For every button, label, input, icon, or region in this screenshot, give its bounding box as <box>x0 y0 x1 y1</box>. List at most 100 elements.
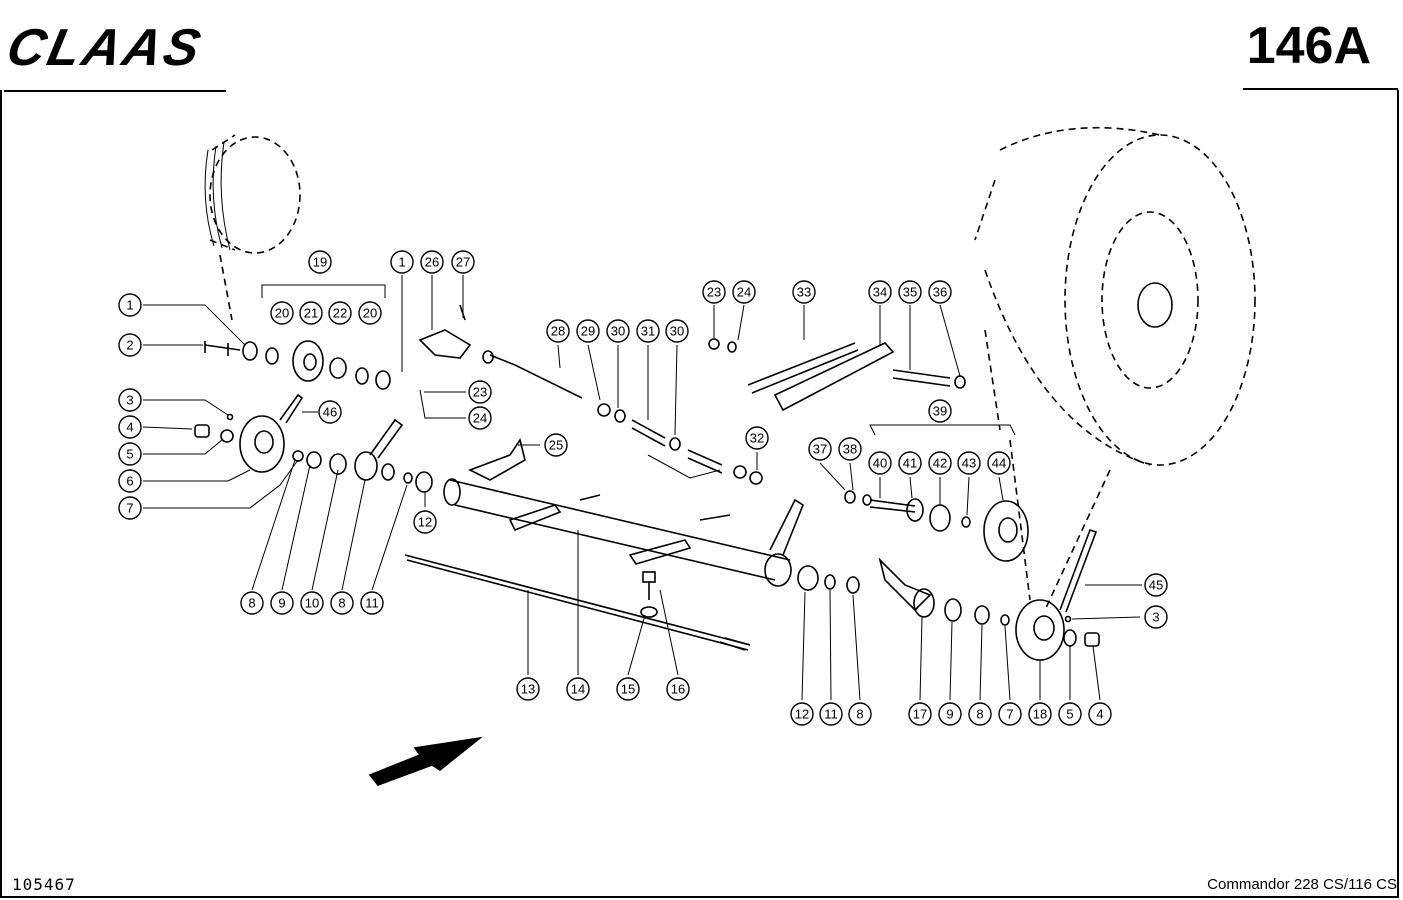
callout-label: 14 <box>571 682 585 697</box>
callout-26: 26 <box>420 250 444 274</box>
callout-38: 38 <box>838 437 862 461</box>
callout-1: 1 <box>118 293 142 317</box>
callout-label: 10 <box>305 596 319 611</box>
callout-label: 30 <box>670 324 684 339</box>
callout-label: 17 <box>913 707 927 722</box>
callout-label: 35 <box>903 285 917 300</box>
callout-34: 34 <box>868 280 892 304</box>
callout-4: 4 <box>118 415 142 439</box>
callout-label: 7 <box>1006 707 1013 722</box>
callout-label: 4 <box>126 420 133 435</box>
callout-label: 45 <box>1149 578 1163 593</box>
main-tube-frame <box>443 478 804 587</box>
callout-20: 20 <box>358 301 382 325</box>
arm-17 <box>878 557 1010 626</box>
left-upper-pulley-hatching <box>204 141 231 251</box>
callout-label: 11 <box>365 596 379 611</box>
callout-label: 27 <box>456 255 470 270</box>
callout-label: 2 <box>126 338 133 353</box>
callout-8: 8 <box>848 702 872 726</box>
callout-9: 9 <box>938 702 962 726</box>
callout-label: 40 <box>873 456 887 471</box>
callout-label: 18 <box>1033 707 1047 722</box>
lever-34 <box>773 342 895 412</box>
drawing-number: 105467 <box>12 875 76 894</box>
callout-label: 8 <box>338 596 345 611</box>
page-code-rule <box>1243 88 1398 90</box>
callout-14: 14 <box>566 677 590 701</box>
callout-25: 25 <box>544 433 568 457</box>
callout-label: 11 <box>824 707 838 722</box>
callout-label: 38 <box>843 442 857 457</box>
callout-41: 41 <box>898 451 922 475</box>
callout-label: 7 <box>126 501 133 516</box>
callout-label: 3 <box>126 393 133 408</box>
callout-label: 22 <box>333 306 347 321</box>
callout-label: 13 <box>521 682 535 697</box>
callout-label: 26 <box>425 255 439 270</box>
callout-21: 21 <box>299 301 323 325</box>
callout-label: 5 <box>1066 707 1073 722</box>
drawing-frame <box>0 90 1399 898</box>
callout-label: 12 <box>418 515 432 530</box>
page-code: 146A <box>1246 17 1371 75</box>
callout-label: 16 <box>671 682 685 697</box>
spring-33 <box>708 338 859 394</box>
callout-7: 7 <box>998 702 1022 726</box>
callout-label: 1 <box>398 255 405 270</box>
callout-label: 28 <box>551 324 565 339</box>
callout-40: 40 <box>868 451 892 475</box>
callout-label: 34 <box>873 285 887 300</box>
callout-24: 24 <box>732 280 756 304</box>
model-label: Commandor 228 CS/116 CS <box>1207 876 1397 893</box>
callout-35: 35 <box>898 280 922 304</box>
callout-30: 30 <box>665 319 689 343</box>
callout-11: 11 <box>360 591 384 615</box>
callout-24: 24 <box>468 406 492 430</box>
callout-label: 33 <box>797 285 811 300</box>
callout-5: 5 <box>1058 702 1082 726</box>
callout-label: 8 <box>976 707 983 722</box>
callout-2: 2 <box>118 333 142 357</box>
callout-43: 43 <box>957 451 981 475</box>
callout-12: 12 <box>790 702 814 726</box>
callout-label: 29 <box>581 324 595 339</box>
callout-label: 20 <box>275 306 289 321</box>
callout-label: 4 <box>1096 707 1103 722</box>
callout-label: 3 <box>1152 610 1159 625</box>
callout-18: 18 <box>1028 702 1052 726</box>
callout-23: 23 <box>468 380 492 404</box>
callout-46: 46 <box>318 400 342 424</box>
callout-label: 31 <box>641 324 655 339</box>
leader-lines <box>142 275 1142 701</box>
callout-33: 33 <box>792 280 816 304</box>
callout-label: 41 <box>903 456 917 471</box>
callout-12: 12 <box>413 510 437 534</box>
callout-31: 31 <box>636 319 660 343</box>
callout-28: 28 <box>546 319 570 343</box>
callout-3: 3 <box>118 388 142 412</box>
callout-label: 9 <box>278 596 285 611</box>
bracket-25 <box>468 438 526 481</box>
large-drum <box>974 126 1256 611</box>
callout-23: 23 <box>702 280 726 304</box>
callout-label: 5 <box>126 447 133 462</box>
callout-label: 19 <box>313 255 327 270</box>
callout-label: 32 <box>750 431 764 446</box>
callout-4: 4 <box>1088 702 1112 726</box>
right-pulley-assembly-39 <box>844 490 1029 562</box>
callout-10: 10 <box>300 591 324 615</box>
callout-19: 19 <box>308 250 332 274</box>
callout-label: 24 <box>473 411 487 426</box>
callout-8: 8 <box>330 591 354 615</box>
callout-32: 32 <box>745 426 769 450</box>
callout-5: 5 <box>118 442 142 466</box>
callout-label: 25 <box>549 438 563 453</box>
callout-label: 30 <box>611 324 625 339</box>
callout-8: 8 <box>240 591 264 615</box>
direction-arrow <box>368 736 483 786</box>
callout-30: 30 <box>606 319 630 343</box>
callout-13: 13 <box>516 677 540 701</box>
